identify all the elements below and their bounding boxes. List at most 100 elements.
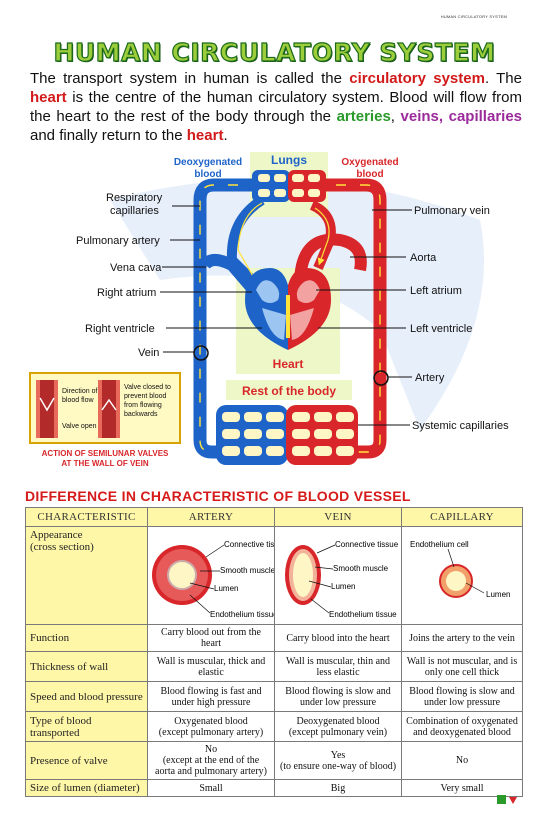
oxygenated-label: Oxygenated bbox=[341, 157, 398, 168]
pulmonary-vein-label: Pulmonary vein bbox=[414, 205, 490, 217]
appearance-label: Appearance bbox=[30, 529, 83, 541]
header-artery: ARTERY bbox=[147, 507, 275, 527]
row-label: Thickness of wall bbox=[25, 651, 148, 682]
header-capillary: CAPILLARY bbox=[401, 507, 523, 527]
vein-cell-text: under low pressure bbox=[299, 696, 377, 708]
publisher-logo bbox=[497, 795, 517, 804]
row-label-appearance: Appearance(cross section) bbox=[25, 526, 148, 625]
artery-cross-section-cell: Connective tissue Smooth muscle Lumen En… bbox=[147, 526, 288, 625]
vein-marker bbox=[193, 345, 209, 361]
capillary-cell: Joins the artery to the vein bbox=[401, 624, 523, 652]
vein-cell-text: less elastic bbox=[316, 666, 360, 678]
table-row-appearance: Appearance(cross section) Connective tis… bbox=[25, 526, 523, 625]
oxygenated-label-line2: blood bbox=[356, 169, 383, 180]
vein-label: Vein bbox=[138, 347, 159, 359]
difference-title: DIFFERENCE IN CHARACTERISTIC OF BLOOD VE… bbox=[25, 488, 411, 504]
right-ventricle-label: Right ventricle bbox=[85, 323, 155, 335]
left-ventricle-label: Left ventricle bbox=[410, 323, 472, 335]
intro-text: . bbox=[223, 127, 228, 144]
capillary-cell-text: and deoxygenated blood bbox=[413, 726, 511, 738]
vein-cell-text: Big bbox=[330, 782, 346, 794]
artery-cell-text: Small bbox=[199, 782, 223, 794]
intro-veins: veins bbox=[400, 108, 439, 125]
aorta-label: Aorta bbox=[410, 252, 437, 264]
vena-cava-label: Vena cava bbox=[110, 262, 162, 274]
artery-endothelium-label: Endothelium tissue bbox=[210, 610, 274, 619]
artery-cell-text: No bbox=[204, 744, 218, 755]
vein-lumen-label: Lumen bbox=[331, 582, 355, 591]
respiratory-capillaries-label: Respiratory bbox=[106, 192, 163, 204]
vein-cell: Deoxygenated blood(except pulmonary vein… bbox=[274, 711, 402, 742]
artery-cell: Small bbox=[147, 779, 275, 797]
pulmonary-artery-label: Pulmonary artery bbox=[76, 235, 160, 247]
capillary-cell-text: Wall is not muscular, and is bbox=[406, 655, 518, 667]
lungs-label: Lungs bbox=[271, 153, 307, 167]
vein-cell-text: Deoxygenated blood bbox=[296, 715, 380, 727]
poster-header-tag: HUMAN CIRCULATORY SYSTEM bbox=[440, 14, 507, 19]
left-pointer-lines bbox=[160, 205, 262, 353]
capillary-cell-text: only one cell thick bbox=[424, 666, 500, 678]
capillary-cross-section: Endothelium cell Lumen bbox=[410, 540, 510, 599]
artery-lumen-label: Lumen bbox=[214, 584, 238, 593]
valve-closed-label-line4: backwards bbox=[124, 411, 158, 418]
deoxygenated-label-line2: blood bbox=[194, 169, 221, 180]
intro-heart: heart bbox=[30, 89, 67, 106]
capillary-cross-section-cell: Endothelium cell Lumen bbox=[401, 526, 523, 625]
header-vein: VEIN bbox=[274, 507, 402, 527]
intro-text: . The bbox=[484, 70, 522, 87]
row-label: Size of lumen (diameter) bbox=[25, 779, 148, 797]
artery-cell-text: Oxygenated blood bbox=[174, 715, 248, 727]
artery-cell-text: under high pressure bbox=[171, 696, 251, 708]
intro-capillaries: capillaries bbox=[448, 108, 523, 125]
vein-cell: Carry blood into the heart bbox=[274, 624, 402, 652]
vein-endothelium-label: Endothelium tissue bbox=[329, 610, 397, 619]
vein-smooth-label: Smooth muscle bbox=[333, 564, 389, 573]
valve-caption: ACTION OF SEMILUNAR VALVES bbox=[42, 449, 169, 458]
intro-arteries: arteries bbox=[336, 108, 391, 125]
capillary-cell-text: Very small bbox=[440, 782, 484, 794]
systemic-capillaries-label: Systemic capillaries bbox=[412, 420, 509, 432]
vein-connective-label: Connective tissue bbox=[335, 540, 399, 549]
heart-label: Heart bbox=[273, 357, 304, 371]
header-characteristic: CHARACTERISTIC bbox=[25, 507, 148, 527]
artery-marker bbox=[373, 370, 389, 386]
intro-text: and finally return to the bbox=[30, 127, 187, 144]
artery-cell-text: elastic bbox=[198, 666, 224, 678]
comparison-table: CHARACTERISTIC ARTERY VEIN CAPILLARY App… bbox=[25, 507, 523, 797]
artery-cell-text: aorta and pulmonary artery) bbox=[155, 766, 267, 777]
valve-direction-label-line2: blood flow bbox=[62, 397, 94, 404]
artery-cell: Oxygenated blood(except pulmonary artery… bbox=[147, 711, 275, 742]
rest-of-body-zone bbox=[226, 380, 352, 400]
valve-closed-label-line3: from flowing bbox=[124, 402, 162, 409]
vein-cell: Big bbox=[274, 779, 402, 797]
intro-text: , bbox=[438, 108, 444, 125]
intro-text: The transport system in human is called … bbox=[30, 70, 350, 87]
deoxygenated-label: Deoxygenated bbox=[174, 157, 242, 168]
vein-cell-text: (except pulmonary vein) bbox=[288, 726, 388, 738]
capillary-cell-text: Blood flowing is slow and bbox=[409, 685, 515, 697]
vein-cell: Yes(to ensure one-way of blood) bbox=[274, 741, 402, 780]
appearance-label-line2: (cross section) bbox=[30, 541, 94, 553]
vein-cell-text: Carry blood into the heart bbox=[286, 632, 390, 644]
lungs-capillaries bbox=[252, 170, 326, 202]
artery-cell-text: Carry blood out from the heart bbox=[161, 627, 261, 649]
valve-closed-label-line2: prevent blood bbox=[124, 393, 167, 400]
capillary-cell: No bbox=[401, 741, 523, 780]
right-pointer-lines bbox=[316, 209, 412, 426]
row-label: Presence of valve bbox=[25, 741, 148, 780]
artery-smooth-label: Smooth muscle bbox=[220, 566, 274, 575]
valve-closed-label: Valve closed to bbox=[124, 384, 171, 391]
capillary-cell-text: Joins the artery to the vein bbox=[409, 632, 515, 644]
row-label: Speed and blood pressure bbox=[25, 681, 148, 712]
artery-label: Artery bbox=[415, 372, 445, 384]
valve-open-label: Valve open bbox=[62, 423, 97, 430]
table-row: Speed and blood pressure Blood flowing is… bbox=[25, 681, 523, 712]
artery-cross-section: Connective tissue Smooth muscle Lumen En… bbox=[152, 540, 288, 619]
capillary-cell-text: No bbox=[455, 755, 469, 766]
